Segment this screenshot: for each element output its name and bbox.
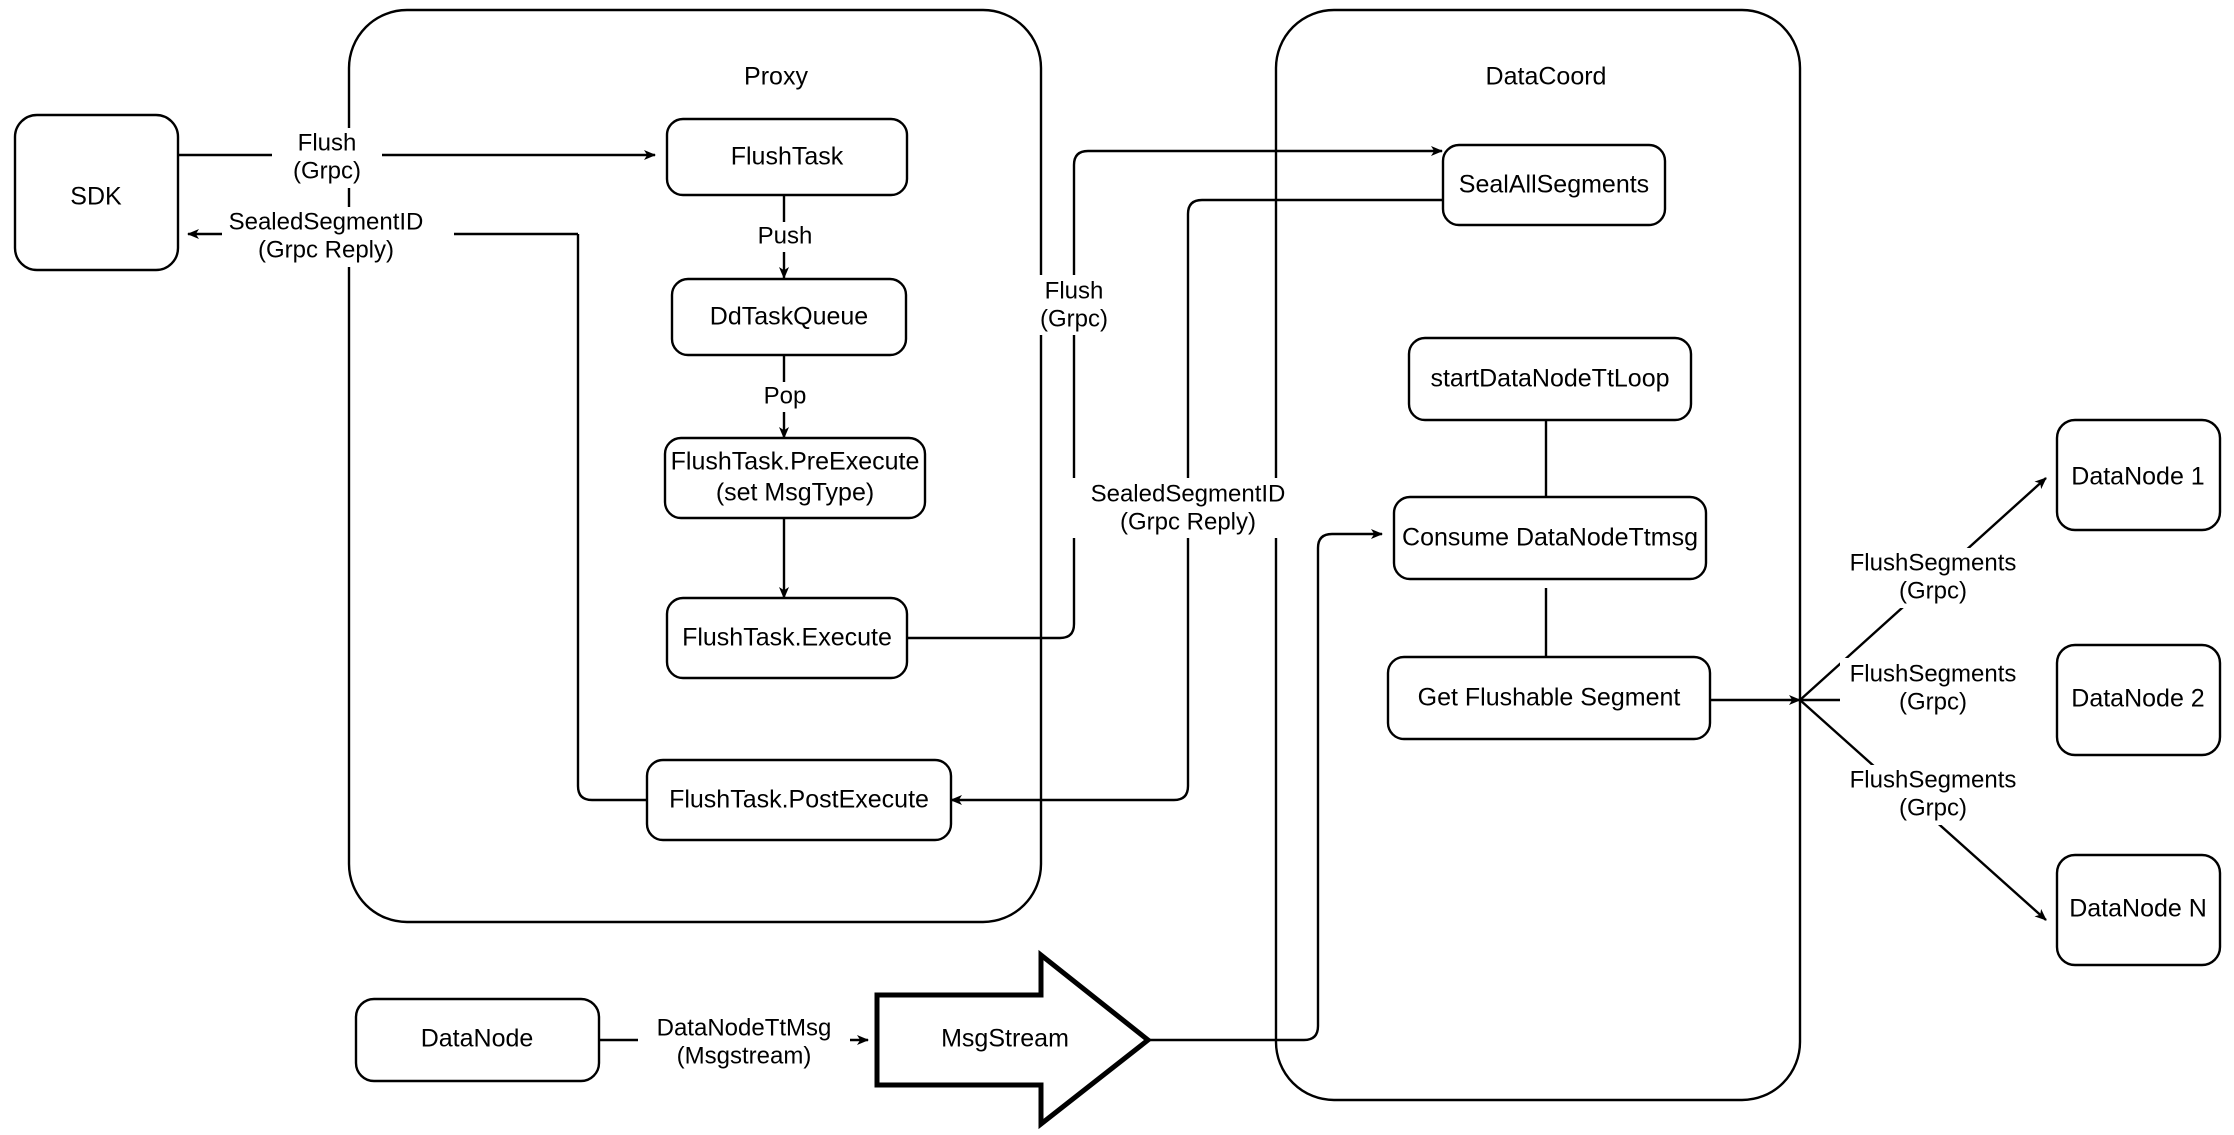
edge-label-flush-segments-n-bg xyxy=(1840,765,2052,825)
edge-label-flush-segments-1-line2: (Grpc) xyxy=(1899,577,1967,604)
flush-task-execute-label: FlushTask.Execute xyxy=(682,624,892,652)
datanode-1-label: DataNode 1 xyxy=(2071,463,2204,491)
node-datanode-source[interactable]: DataNode xyxy=(354,997,601,1083)
node-consume-datanode-ttmsg[interactable]: Consume DataNodeTtmsg xyxy=(1392,495,1708,581)
edge-label-proxy-to-datacoord: Flush (Grpc) xyxy=(1022,275,1126,335)
flush-task-postexecute-label: FlushTask.PostExecute xyxy=(669,786,929,814)
edge-label-push: Push xyxy=(750,222,820,252)
edge-label-proxy-to-sdk-line2: (Grpc Reply) xyxy=(258,236,394,263)
node-dd-task-queue[interactable]: DdTaskQueue xyxy=(670,277,908,357)
edge-label-flush-segments-2-bg xyxy=(1840,658,2052,718)
consume-datanode-ttmsg-box[interactable] xyxy=(1392,495,1708,581)
datanode-1-box[interactable] xyxy=(2055,418,2222,532)
edge-label-flush-segments-n-line1: FlushSegments xyxy=(1850,766,2017,793)
flush-task-label: FlushTask xyxy=(731,143,844,171)
get-flushable-segment-box[interactable] xyxy=(1386,655,1712,741)
edge-label-push-bg xyxy=(750,222,820,252)
seal-all-segments-label: SealAllSegments xyxy=(1459,171,1649,199)
get-flushable-segment-label: Get Flushable Segment xyxy=(1418,684,1681,712)
datacoord-container-label: DataCoord xyxy=(1486,63,1607,91)
edge-msgstream-to-consume xyxy=(1148,529,1383,1042)
edge-label-pop: Pop xyxy=(753,382,817,412)
edge-postexecute-to-sdk-rail xyxy=(576,234,647,802)
datanode-source-label: DataNode xyxy=(421,1025,534,1053)
node-seal-all-segments[interactable]: SealAllSegments xyxy=(1441,143,1667,227)
node-datanode-n[interactable]: DataNode N xyxy=(2055,853,2222,967)
start-datanode-tt-loop-label: startDataNodeTtLoop xyxy=(1430,365,1669,393)
edge-label-flush-segments-2-line2: (Grpc) xyxy=(1899,688,1967,715)
edge-label-sdk-to-proxy-line2: (Grpc) xyxy=(293,157,361,184)
node-flush-task-postexecute[interactable]: FlushTask.PostExecute xyxy=(645,758,953,842)
edge-label-flush-segments-2: FlushSegments (Grpc) xyxy=(1840,658,2052,718)
datanode-n-label: DataNode N xyxy=(2069,895,2207,923)
flush-task-preexecute-box[interactable] xyxy=(663,436,927,520)
flush-task-preexecute-label-line2: (set MsgType) xyxy=(716,479,874,507)
edge-label-datacoord-to-proxy-line2: (Grpc Reply) xyxy=(1120,508,1256,535)
edge-label-flush-segments-n-line2: (Grpc) xyxy=(1899,794,1967,821)
flush-task-execute-box[interactable] xyxy=(665,596,909,680)
node-datanode-1[interactable]: DataNode 1 xyxy=(2055,418,2222,532)
node-flush-task-preexecute[interactable]: FlushTask.PreExecute (set MsgType) xyxy=(663,436,927,520)
edge-label-flush-segments-1-bg xyxy=(1840,548,2052,608)
msgstream-arrow-shape[interactable] xyxy=(874,949,1153,1130)
node-datanode-2[interactable]: DataNode 2 xyxy=(2055,643,2222,757)
edge-label-proxy-to-datacoord-line2: (Grpc) xyxy=(1040,305,1108,332)
sdk-box[interactable] xyxy=(13,113,180,272)
edge-label-push-text: Push xyxy=(758,222,813,249)
sdk-label: SDK xyxy=(70,183,122,211)
node-sdk[interactable]: SDK xyxy=(13,113,180,272)
edge-label-flush-segments-1: FlushSegments (Grpc) xyxy=(1840,548,2052,608)
start-datanode-tt-loop-box[interactable] xyxy=(1407,336,1693,422)
edge-execute-to-sealallsegments xyxy=(907,146,1443,640)
edge-label-proxy-to-sdk: SealedSegmentID (Grpc Reply) xyxy=(222,207,454,267)
edge-label-flush-segments-n: FlushSegments (Grpc) xyxy=(1840,765,2052,825)
edge-label-datanode-ttmsg-line1: DataNodeTtMsg xyxy=(657,1014,832,1041)
edge-label-datacoord-to-proxy: SealedSegmentID (Grpc Reply) xyxy=(1072,478,1304,538)
node-get-flushable-segment[interactable]: Get Flushable Segment xyxy=(1386,655,1712,741)
msgstream-label: MsgStream xyxy=(941,1025,1069,1053)
edge-label-flush-segments-2-line1: FlushSegments xyxy=(1850,660,2017,687)
flush-task-box[interactable] xyxy=(665,117,909,197)
node-start-datanode-tt-loop[interactable]: startDataNodeTtLoop xyxy=(1407,336,1693,422)
edge-label-proxy-to-sdk-bg xyxy=(222,207,454,267)
edge-label-pop-text: Pop xyxy=(764,382,807,409)
datanode-2-box[interactable] xyxy=(2055,643,2222,757)
edge-label-datanode-ttmsg: DataNodeTtMsg (Msgstream) xyxy=(638,1012,850,1072)
proxy-container-label: Proxy xyxy=(744,63,808,91)
node-msgstream[interactable]: MsgStream xyxy=(874,949,1153,1130)
consume-datanode-ttmsg-label: Consume DataNodeTtmsg xyxy=(1402,524,1698,552)
edge-label-datanode-ttmsg-bg xyxy=(638,1012,850,1072)
edge-label-sdk-to-proxy: Flush (Grpc) xyxy=(272,128,382,188)
dd-task-queue-box[interactable] xyxy=(670,277,908,357)
flush-task-preexecute-label-line1: FlushTask.PreExecute xyxy=(671,448,920,476)
edge-label-datanode-ttmsg-line2: (Msgstream) xyxy=(677,1042,812,1069)
datanode-n-box[interactable] xyxy=(2055,853,2222,967)
datanode-2-label: DataNode 2 xyxy=(2071,685,2204,713)
node-flush-task-execute[interactable]: FlushTask.Execute xyxy=(665,596,909,680)
edge-label-datacoord-to-proxy-bg xyxy=(1072,478,1304,538)
flush-task-postexecute-box[interactable] xyxy=(645,758,953,842)
edge-label-proxy-to-datacoord-bg xyxy=(1022,275,1126,335)
dd-task-queue-label: DdTaskQueue xyxy=(710,303,868,331)
seal-all-segments-box[interactable] xyxy=(1441,143,1667,227)
edge-label-sdk-to-proxy-bg xyxy=(272,128,382,188)
node-flush-task[interactable]: FlushTask xyxy=(665,117,909,197)
edge-label-datacoord-to-proxy-line1: SealedSegmentID xyxy=(1091,480,1286,507)
edge-label-pop-bg xyxy=(753,382,817,412)
edge-label-flush-segments-1-line1: FlushSegments xyxy=(1850,549,2017,576)
edge-label-proxy-to-sdk-line1: SealedSegmentID xyxy=(229,208,424,235)
edge-label-sdk-to-proxy-line1: Flush xyxy=(298,129,357,156)
edge-label-proxy-to-datacoord-line1: Flush xyxy=(1045,277,1104,304)
datanode-source-box[interactable] xyxy=(354,997,601,1083)
